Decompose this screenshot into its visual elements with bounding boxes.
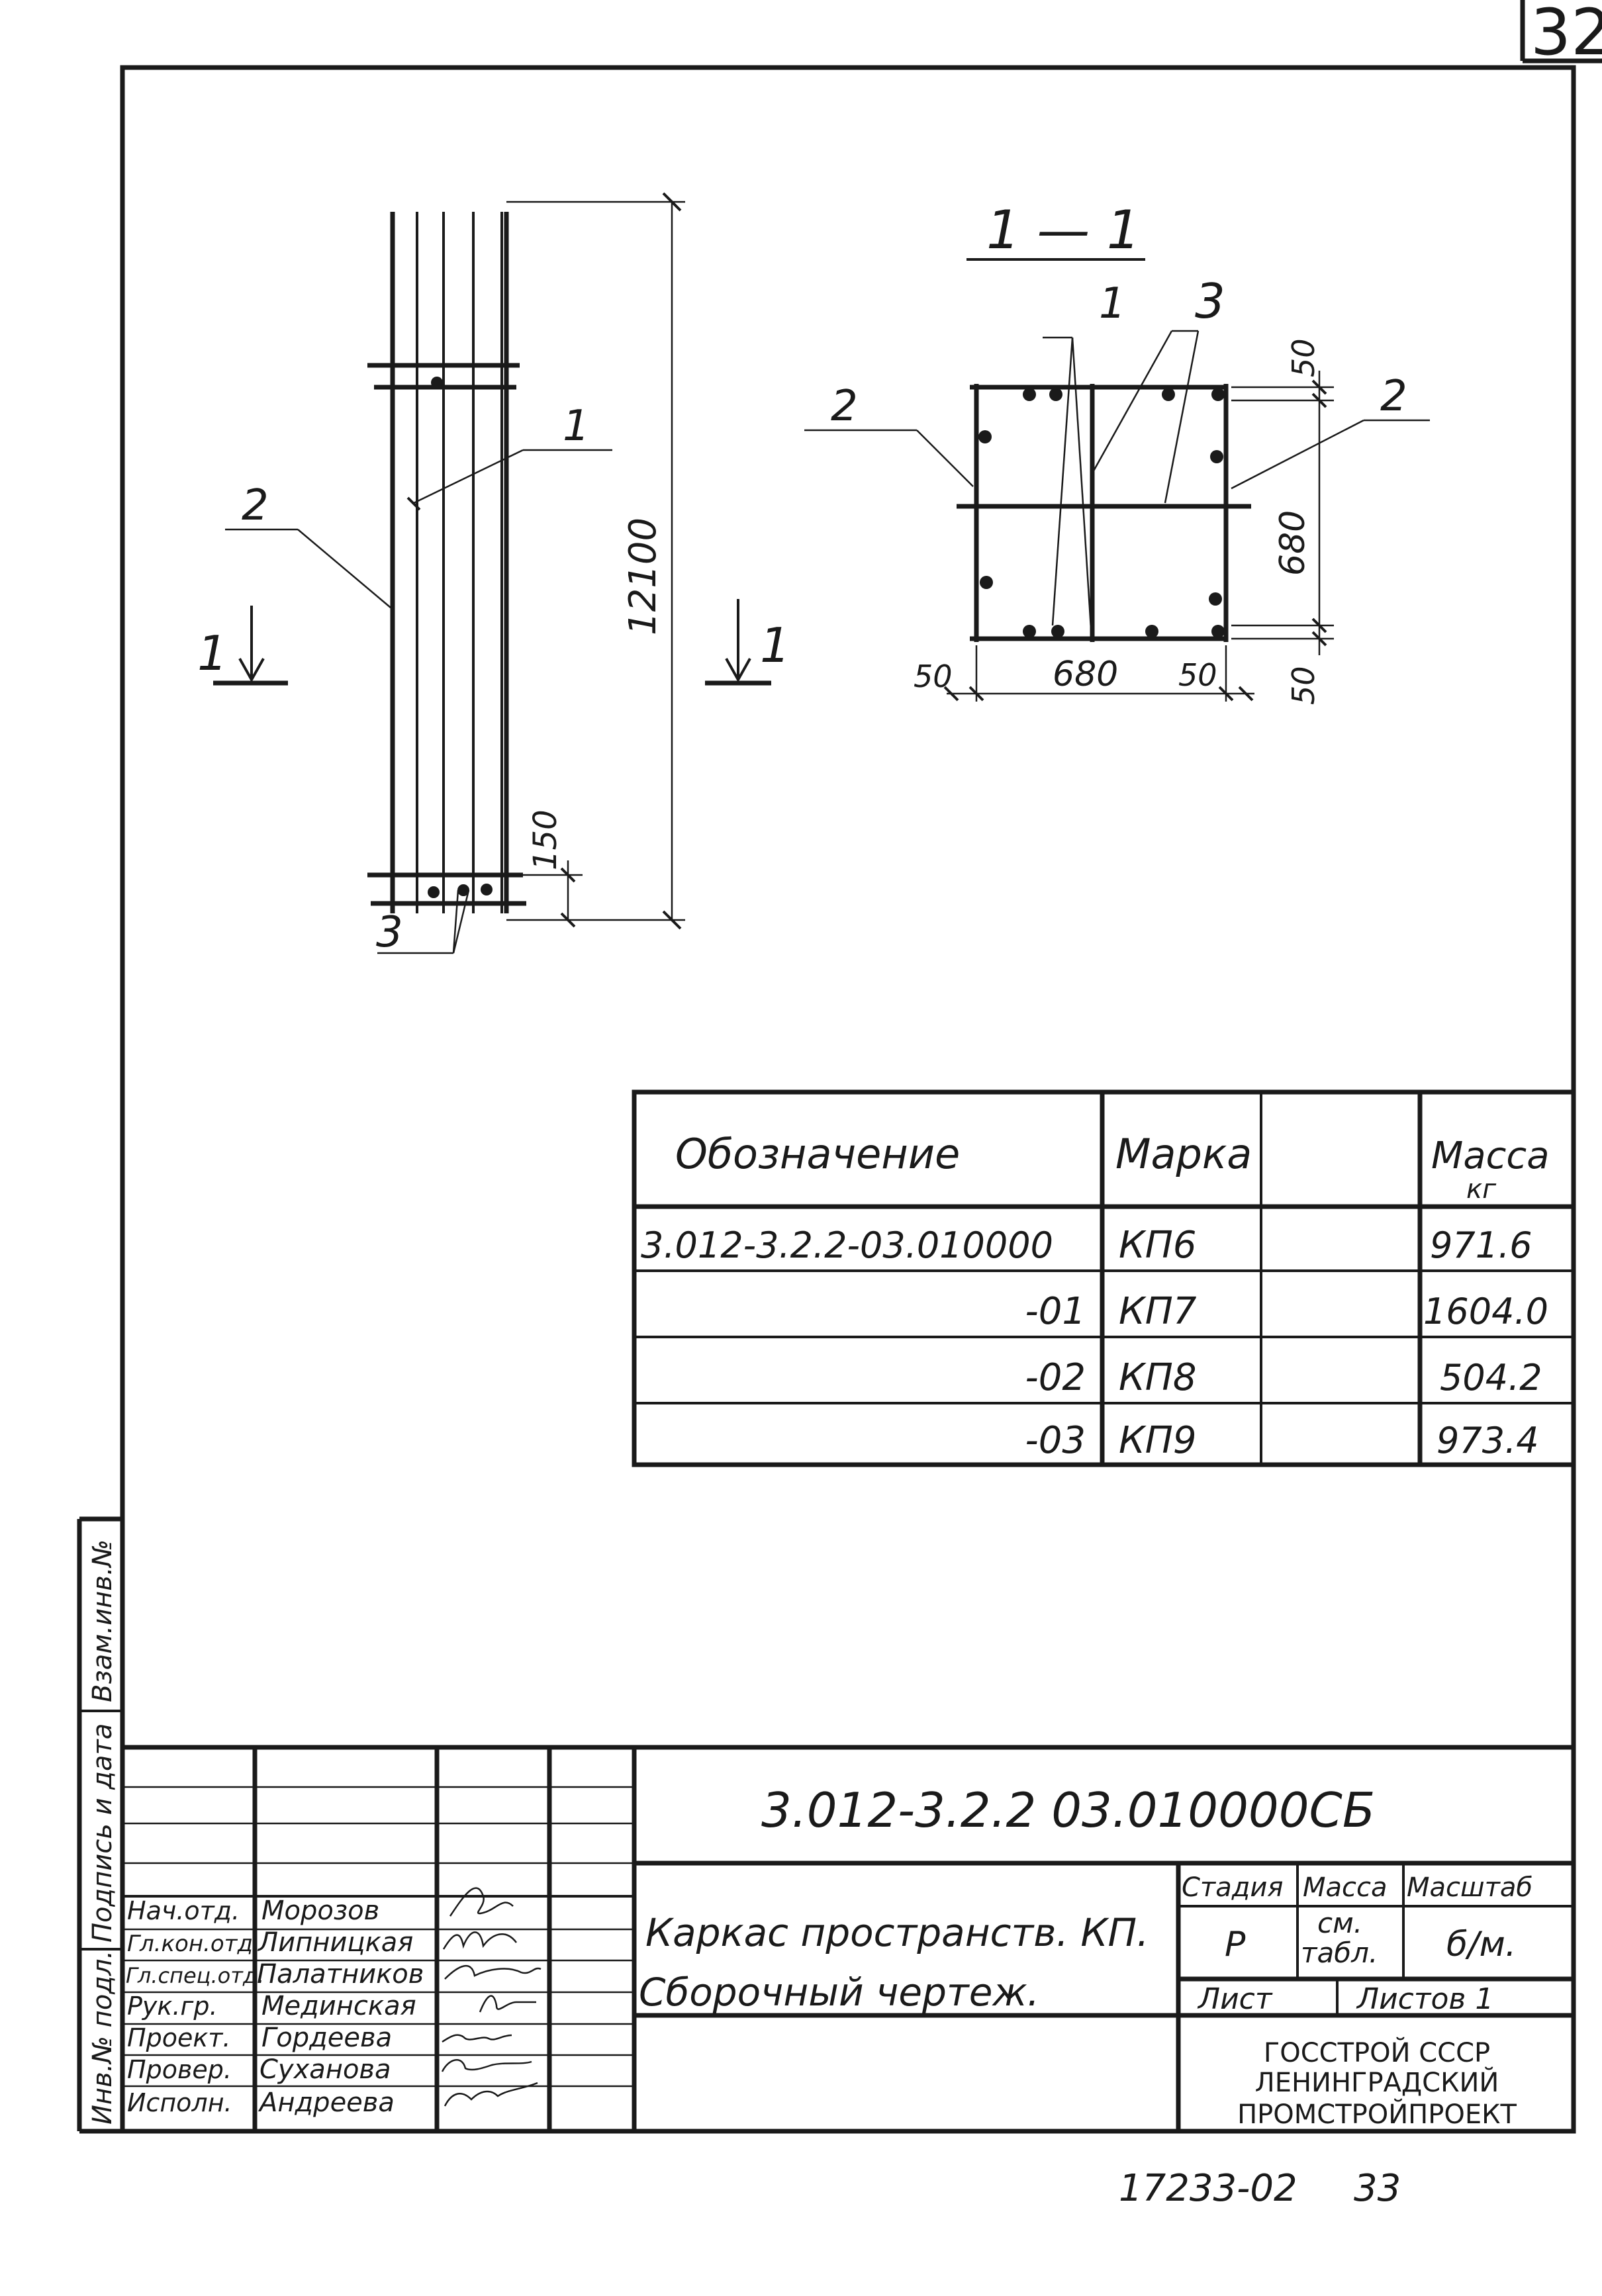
spec-header-mass-unit: кг: [1466, 1174, 1497, 1205]
spec-table: Обозначение Марка Масса кг 3.012-3.2.2-0…: [632, 1089, 1576, 1467]
mass-label: Масса: [1303, 1872, 1388, 1903]
archive-number: 17233-02: [1119, 2167, 1297, 2210]
section-mark-left: 1: [197, 625, 228, 681]
mass-value-1: см.: [1317, 1907, 1362, 1939]
sec-callout-1: 1: [1099, 279, 1126, 328]
title-block: 3.012-3.2.2 03.010000СБ Каркас пространс…: [122, 1745, 1574, 2131]
sec-callout-2-left: 2: [831, 382, 858, 431]
elevation-view: 12100 150 1 2 3 1 1: [197, 192, 790, 957]
spec-row-designation: -03: [1025, 1419, 1086, 1462]
page-number: 33: [1354, 2167, 1401, 2210]
spec-row-mass: 973.4: [1437, 1420, 1539, 1461]
signature-scribble: [444, 2082, 538, 2107]
dim-bottom-offset: 50: [1286, 666, 1321, 705]
dim-end-spacing: 150: [527, 809, 564, 870]
sheet-number: 32: [1531, 0, 1602, 69]
spec-row-mass: 1604.0: [1423, 1291, 1548, 1332]
staff-role: Нач.отд.: [127, 1896, 240, 1925]
elev-callout-3: 3: [376, 908, 403, 957]
staff-name: Гордеева: [261, 2023, 392, 2053]
staff-name: Морозов: [261, 1896, 379, 1926]
staff-role: Исполн.: [127, 2088, 232, 2117]
staff-name: Палатников: [257, 1959, 424, 1990]
staff-name: Андреева: [258, 2088, 395, 2118]
spec-header-designation: Обозначение: [675, 1130, 960, 1178]
sheet-number-box: 32: [1520, 0, 1602, 69]
title-line-2: Сборочный чертеж.: [639, 1970, 1039, 2015]
document-code: 3.012-3.2.2 03.010000СБ: [761, 1782, 1375, 1838]
staff-role: Рук.гр.: [127, 1992, 218, 2021]
dim-total-length: 12100: [622, 518, 665, 635]
spec-row-mass: 971.6: [1430, 1224, 1532, 1266]
footer: 17233-02 33: [1119, 2167, 1401, 2210]
scale-label: Масштаб: [1407, 1872, 1532, 1903]
signature-scribble: [442, 2034, 512, 2043]
sec-callout-2-right: 2: [1380, 372, 1407, 421]
spec-row-mark: КП7: [1119, 1290, 1197, 1333]
spec-row-designation: -01: [1025, 1290, 1086, 1333]
staff-name: Липницкая: [257, 1927, 413, 1958]
sec-callout-3: 3: [1195, 273, 1225, 329]
org-line-3: ПРОМСТРОЙПРОЕКТ: [1237, 2098, 1517, 2130]
spec-row-mark: КП6: [1119, 1224, 1197, 1267]
staff-role: Гл.кон.отд.: [127, 1931, 260, 1957]
signatures-grid: Нач.отд. Морозов Гл.кон.отд. Липницкая Г…: [122, 1747, 634, 2131]
elev-callout-1: 1: [563, 402, 590, 451]
elev-callout-2: 2: [242, 481, 269, 530]
spec-row-mark: КП8: [1119, 1356, 1197, 1399]
strip-inv-orig: Инв.№ подл.: [87, 1951, 118, 2125]
spec-header-mark: Марка: [1115, 1130, 1252, 1178]
section-title: 1 — 1: [986, 199, 1141, 261]
spec-row-designation: 3.012-3.2.2-03.010000: [641, 1224, 1053, 1266]
signature-scribble: [442, 1931, 517, 1950]
sheet-label: Лист: [1197, 1982, 1273, 2016]
scale-value: б/м.: [1446, 1925, 1516, 1964]
strip-sign-date: Подпись и дата: [87, 1723, 118, 1943]
spec-row-mark: КП9: [1119, 1419, 1197, 1462]
staff-name: Суханова: [259, 2054, 391, 2085]
signature-scribble: [479, 1995, 536, 2013]
spec-header-mass: Масса: [1431, 1134, 1550, 1177]
title-line-1: Каркас пространств. КП.: [645, 1910, 1149, 1955]
staff-role: Провер.: [127, 2055, 232, 2084]
mass-value-2: табл.: [1301, 1937, 1378, 1969]
staff-role: Проект.: [127, 2023, 231, 2052]
section-mark-right: 1: [760, 618, 790, 673]
staff-name: Мединская: [261, 1991, 416, 2021]
signature-scribble: [449, 1887, 514, 1917]
signature-scribble: [441, 2059, 532, 2072]
section-view: 1 — 1 1 3 2: [804, 199, 1430, 705]
stage-value: Р: [1225, 1925, 1246, 1964]
spec-row-mass: 504.2: [1440, 1357, 1542, 1399]
dim-height: 680: [1273, 510, 1313, 576]
stage-label: Стадия: [1182, 1872, 1283, 1903]
org-line-1: ГОССТРОЙ СССР: [1264, 2037, 1490, 2068]
binding-strip: Взам.инв.№ Подпись и дата Инв.№ подл.: [77, 1516, 122, 2134]
dim-width: 680: [1053, 655, 1118, 694]
org-line-2: ЛЕНИНГРАДСКИЙ: [1255, 2066, 1499, 2098]
dim-left-offset: 50: [914, 659, 953, 694]
sheets-label: Листов 1: [1356, 1982, 1493, 2016]
dim-right-offset: 50: [1178, 657, 1217, 693]
strip-replace-inv: Взам.инв.№: [87, 1539, 118, 1702]
dim-top-offset: 50: [1286, 338, 1321, 377]
signature-scribble: [444, 1964, 542, 1980]
spec-row-designation: -02: [1025, 1356, 1086, 1399]
staff-role: Гл.спец.отд.: [126, 1963, 264, 1988]
